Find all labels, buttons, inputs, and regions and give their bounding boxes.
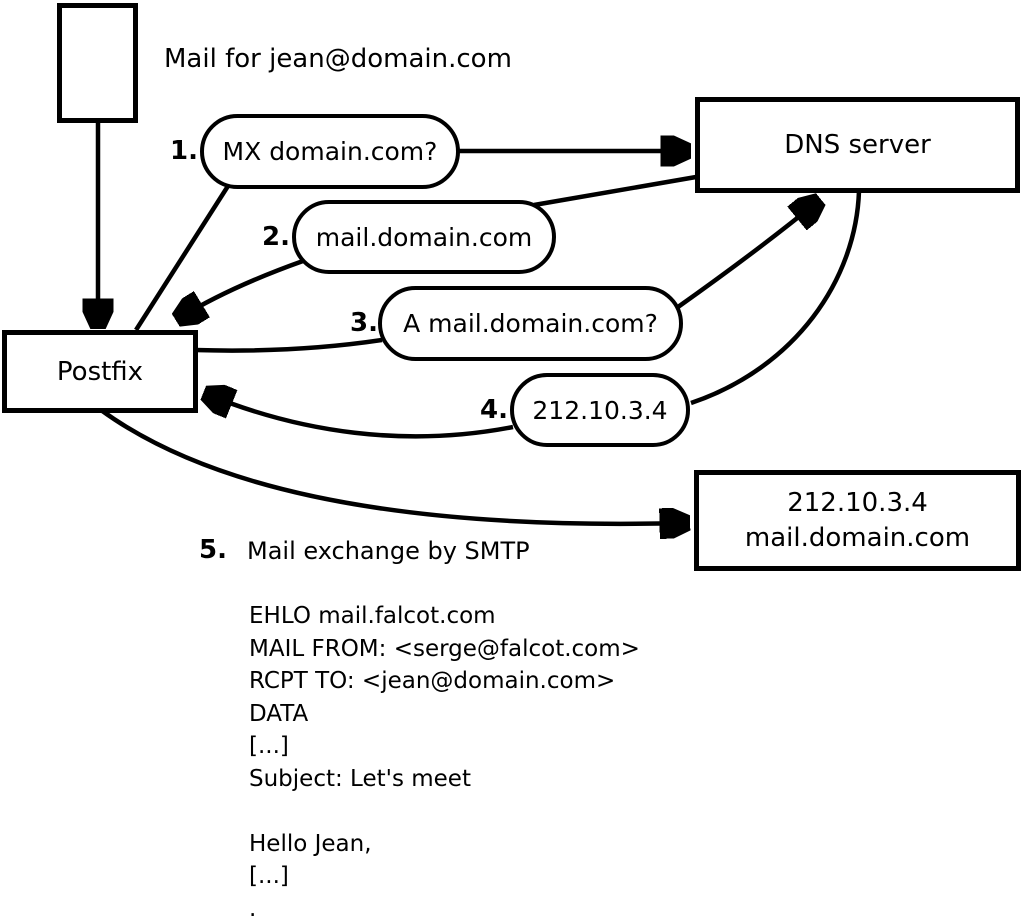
message-a-reply-label: 212.10.3.4 xyxy=(532,395,668,425)
message-mx-query: MX domain.com? xyxy=(200,114,460,189)
postfix-node-label: Postfix xyxy=(56,356,144,387)
message-a-query-label: A mail.domain.com? xyxy=(403,309,658,338)
message-a-query: A mail.domain.com? xyxy=(378,286,683,361)
step-number-1: 1. xyxy=(170,136,198,166)
message-mx-query-label: MX domain.com? xyxy=(222,137,438,166)
mail-server-host-label: mail.domain.com xyxy=(744,522,971,553)
arrow-query3-to-dns xyxy=(676,203,816,309)
step-number-5: 5. xyxy=(199,535,227,565)
step-number-4: 4. xyxy=(480,395,508,425)
line-dns-to-reply2 xyxy=(533,174,697,208)
line-postfix-to-query1 xyxy=(134,184,230,332)
message-mx-reply-label: mail.domain.com xyxy=(315,222,533,252)
arrow-postfix-to-mailserver xyxy=(99,408,684,524)
step-number-3: 3. xyxy=(350,308,378,338)
mail-envelope xyxy=(57,3,138,123)
mail-server-node: 212.10.3.4 mail.domain.com xyxy=(694,470,1021,571)
arrow-reply2-to-postfix xyxy=(181,258,304,317)
step-number-2: 2. xyxy=(262,222,290,252)
line-dns-to-reply4 xyxy=(690,190,862,406)
line-postfix-to-query3 xyxy=(194,337,383,353)
step-5-label: Mail exchange by SMTP xyxy=(247,537,530,565)
diagram-title: Mail for jean@domain.com xyxy=(164,44,512,74)
arrow-reply4-to-postfix xyxy=(209,395,514,439)
mail-server-ip-label: 212.10.3.4 xyxy=(787,487,928,518)
smtp-session-text: EHLO mail.falcot.com MAIL FROM: <serge@f… xyxy=(249,603,640,919)
message-a-reply: 212.10.3.4 xyxy=(510,373,690,447)
message-mx-reply: mail.domain.com xyxy=(292,200,556,274)
dns-server-node: DNS server xyxy=(695,97,1020,193)
dns-server-node-label: DNS server xyxy=(784,130,931,160)
postfix-node: Postfix xyxy=(2,330,198,413)
